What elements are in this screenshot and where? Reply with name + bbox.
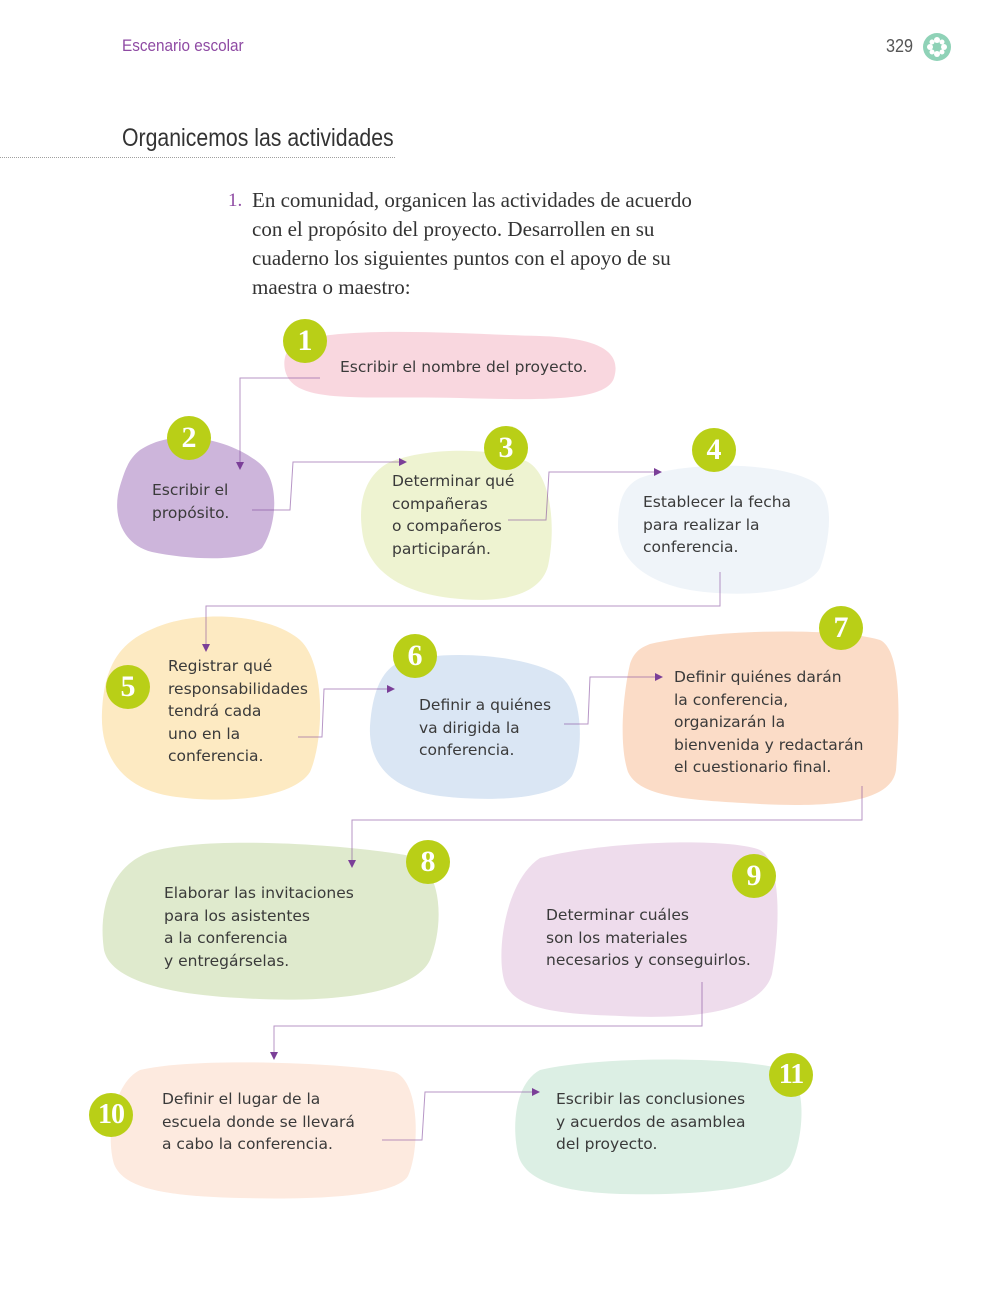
step-4-text: Establecer la fecha para realizar la con… bbox=[643, 493, 792, 556]
step-5-blob bbox=[101, 616, 321, 800]
step-6-blob bbox=[369, 654, 580, 799]
step-2-blob bbox=[117, 437, 275, 559]
instruction-text: En comunidad, organicen las actividades … bbox=[252, 188, 692, 299]
step-2-text: Escribir el propósito. bbox=[152, 481, 230, 522]
instruction: 1. En comunidad, organicen las actividad… bbox=[228, 186, 708, 302]
connector-3-4 bbox=[508, 468, 662, 521]
step-7-blob bbox=[622, 631, 899, 805]
step-8-text: Elaborar las invitaciones para los asist… bbox=[164, 884, 354, 970]
connector-10-11 bbox=[382, 1088, 540, 1141]
step-3-badge: 3 bbox=[484, 426, 528, 470]
step-3-blob bbox=[361, 450, 552, 600]
step-1-badge: 1 bbox=[283, 319, 327, 363]
connector-7-8 bbox=[348, 786, 863, 868]
step-blobs bbox=[101, 331, 899, 1199]
title-divider bbox=[0, 157, 395, 158]
step-9-text: Determinar cuáles son los materiales nec… bbox=[546, 906, 751, 969]
page-number: 329 bbox=[886, 36, 914, 56]
step-5-badge: 5 bbox=[106, 665, 150, 709]
step-7-text: Definir quiénes darán la conferencia, or… bbox=[674, 668, 864, 776]
instruction-number: 1. bbox=[228, 190, 243, 211]
connector-9-10 bbox=[270, 982, 703, 1060]
step-8-blob bbox=[102, 842, 439, 1000]
step-3-text: Determinar qué compañeras o compañeros p… bbox=[392, 472, 515, 558]
flower-icon bbox=[923, 33, 951, 61]
connectors bbox=[202, 377, 863, 1141]
step-9-blob bbox=[501, 842, 778, 1017]
connector-6-7 bbox=[564, 673, 663, 725]
connector-1-2 bbox=[236, 377, 320, 470]
step-10-blob bbox=[110, 1062, 416, 1199]
step-4-blob bbox=[618, 465, 829, 594]
step-8-badge: 8 bbox=[406, 840, 450, 884]
step-11-badge: 11 bbox=[769, 1053, 813, 1097]
step-10-text: Definir el lugar de la escuela donde se … bbox=[162, 1090, 355, 1153]
connector-5-6 bbox=[298, 685, 395, 738]
step-4-badge: 4 bbox=[692, 428, 736, 472]
section-title: Organicemos las actividades bbox=[122, 124, 394, 152]
step-10-badge: 10 bbox=[89, 1093, 133, 1137]
step-1-text: Escribir el nombre del proyecto. bbox=[340, 358, 588, 376]
step-1-blob bbox=[284, 331, 616, 400]
step-11-text: Escribir las conclusiones y acuerdos de … bbox=[556, 1090, 746, 1153]
step-7-badge: 7 bbox=[819, 606, 863, 650]
step-6-text: Definir a quiénes va dirigida la confere… bbox=[419, 696, 552, 759]
step-5-text: Registrar qué responsabilidades tendrá c… bbox=[168, 657, 308, 765]
step-11-blob bbox=[515, 1059, 802, 1195]
step-9-badge: 9 bbox=[732, 854, 776, 898]
step-2-badge: 2 bbox=[167, 416, 211, 460]
step-6-badge: 6 bbox=[393, 634, 437, 678]
connector-2-3 bbox=[252, 458, 407, 511]
section-name: Escenario escolar bbox=[122, 36, 244, 55]
connector-4-5 bbox=[202, 572, 721, 652]
